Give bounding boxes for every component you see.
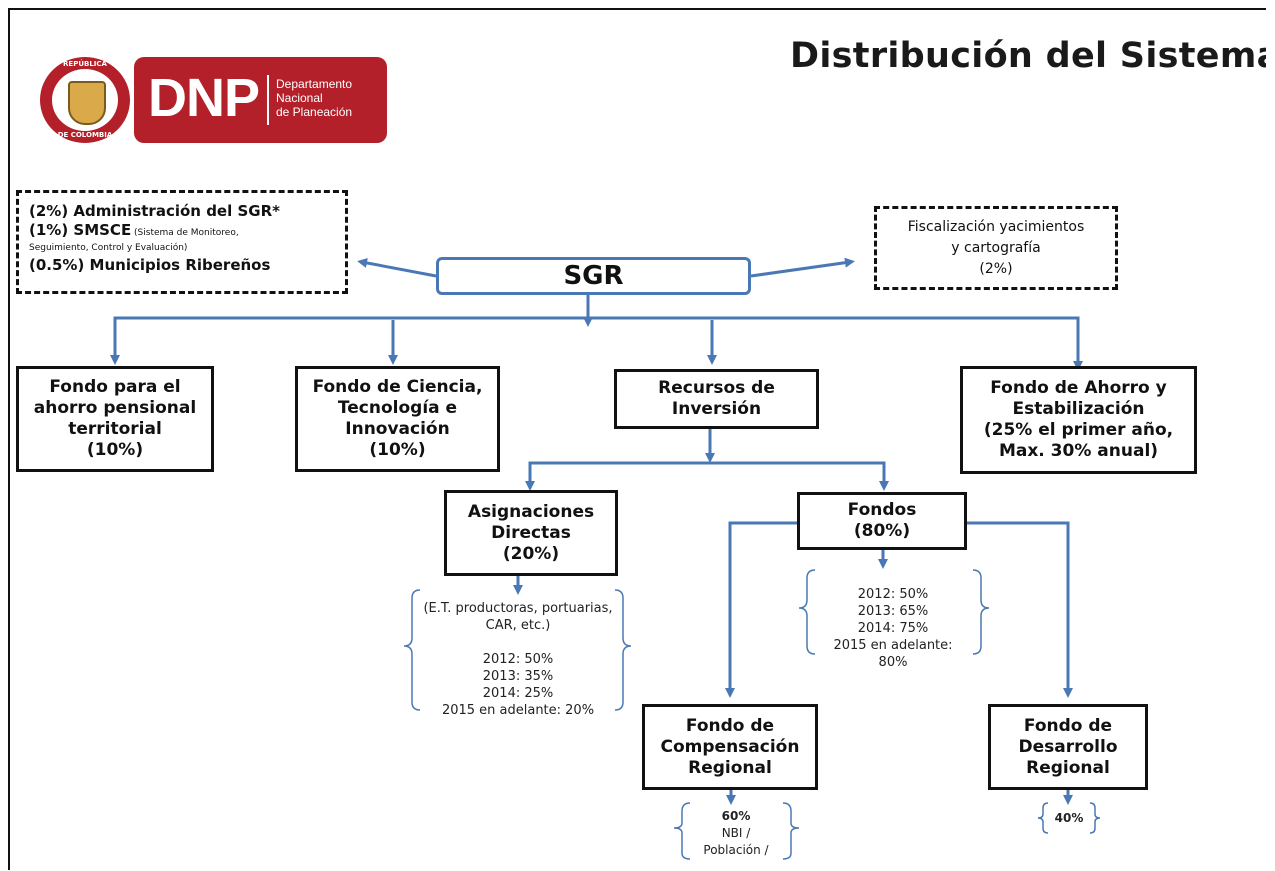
seal-top-text: REPÚBLICA [63,60,107,68]
seal-bottom-text: DE COLOMBIA [57,131,113,139]
fiscal-line-1: Fiscalización yacimientos [907,219,1085,235]
administracion-box: (2%) Administración del SGR* (1%) SMSCE … [16,190,348,294]
fiscal-line-3: (2%) [979,261,1013,277]
admin-line-1: (2%) Administración del SGR* [29,202,280,220]
dnp-wordmark: DNP Departamento Nacional de Planeación [134,57,387,143]
slide-title: Distribución del Sistema [790,36,1266,76]
admin-line-4: (0.5%) Municipios Ribereños [29,256,271,274]
admin-line-3: Seguimiento, Control y Evaluación) [29,243,188,253]
admin-line-2-note: (Sistema de Monitoreo, [131,228,239,238]
sgr-box: SGR [436,257,751,295]
slide-frame [8,8,1266,870]
admin-line-2: (1%) SMSCE [29,221,132,239]
logo-acronym: DNP [148,68,260,128]
fondos-box: Fondos(80%) [797,492,967,550]
compensacion-note: 60% NBI / Población / [703,809,769,857]
desarrollo-note: 40% [1054,811,1084,825]
colombia-seal-icon: REPÚBLICA DE COLOMBIA [40,57,130,143]
dnp-logo: REPÚBLICA DE COLOMBIA DNP Departamento N… [40,55,390,145]
fiscal-line-2: y cartografía [951,240,1041,256]
asignaciones-note: (E.T. productoras, portuarias, CAR, etc.… [423,601,613,718]
fiscalizacion-box: Fiscalización yacimientos y cartografía … [874,206,1118,290]
fondos-note: 2012: 50% 2013: 65% 2014: 75% 2015 en ad… [833,587,953,670]
logo-subtitle: Departamento Nacional de Planeación [276,77,353,119]
